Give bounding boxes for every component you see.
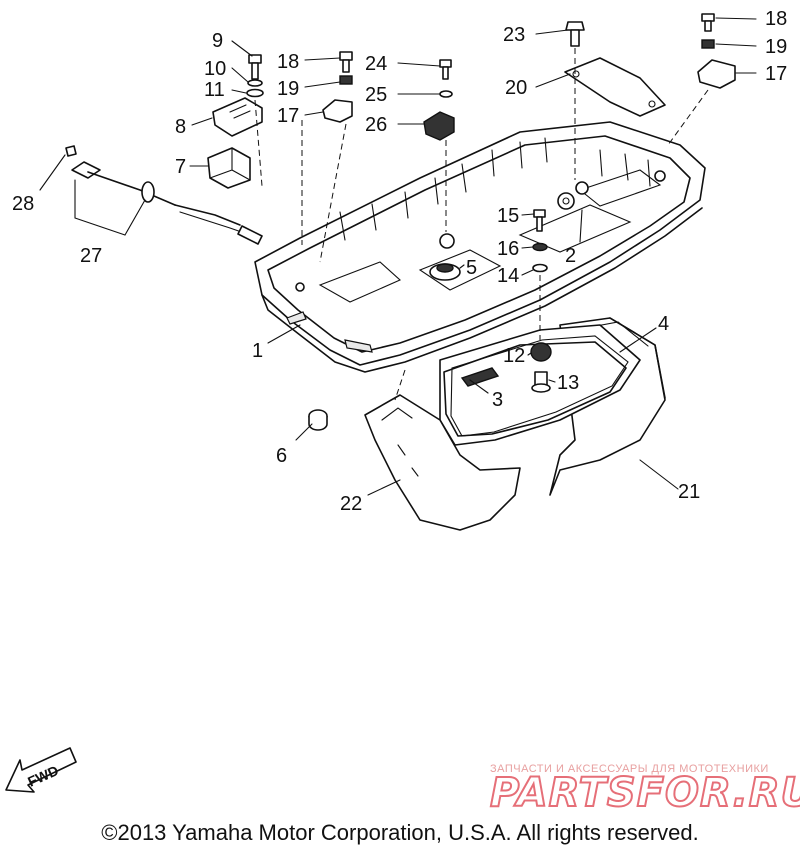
callout-20: 20 bbox=[505, 77, 527, 99]
callout-24: 24 bbox=[365, 53, 387, 75]
lower-front-panel bbox=[364, 394, 521, 531]
washer-part-11 bbox=[246, 88, 264, 98]
callout-25: 25 bbox=[365, 84, 387, 106]
bottom-cowling bbox=[254, 121, 706, 373]
bolt-part-23 bbox=[565, 21, 585, 47]
fwd-arrow: FWD bbox=[5, 747, 77, 793]
plug-part-13 bbox=[531, 371, 551, 393]
rubber-seal-part-3 bbox=[443, 341, 627, 437]
bolt-part-18-right bbox=[701, 13, 715, 32]
callout-10: 10 bbox=[204, 58, 226, 80]
callout-17-right: 17 bbox=[765, 63, 787, 85]
callout-18-left: 18 bbox=[277, 51, 299, 73]
callout-3: 3 bbox=[492, 389, 503, 411]
assembly-lines bbox=[254, 48, 709, 401]
callout-9: 9 bbox=[212, 30, 223, 52]
clip-part-26 bbox=[423, 111, 455, 141]
bolt-part-9 bbox=[248, 54, 262, 80]
nut-part-19-right bbox=[701, 39, 715, 49]
callout-26: 26 bbox=[365, 114, 387, 136]
callout-11: 11 bbox=[204, 79, 225, 101]
washer-part-14 bbox=[532, 263, 548, 273]
callout-8: 8 bbox=[175, 116, 186, 138]
plate-part-20 bbox=[564, 57, 666, 117]
bracket-part-8 bbox=[212, 97, 263, 137]
washer-part-16 bbox=[532, 242, 548, 252]
washer-part-25 bbox=[439, 90, 453, 98]
watermark: ЗАПЧАСТИ И АКСЕССУАРЫ ДЛЯ МОТОТЕХНИКИ PA… bbox=[489, 763, 800, 817]
callout-18-right: 18 bbox=[765, 8, 787, 30]
copyright-notice: ©2013 Yamaha Motor Corporation, U.S.A. A… bbox=[101, 820, 699, 845]
callout-7: 7 bbox=[175, 156, 186, 178]
tag-part-28 bbox=[65, 145, 77, 157]
callout-28: 28 bbox=[12, 193, 34, 215]
grommet-part-5 bbox=[429, 263, 461, 281]
watermark-brand: PARTSFOR.RU bbox=[490, 770, 800, 816]
callout-4: 4 bbox=[658, 313, 669, 335]
callout-5: 5 bbox=[466, 257, 477, 279]
plug-part-6 bbox=[308, 409, 328, 431]
callout-19-left: 19 bbox=[277, 78, 299, 100]
cable-part-27 bbox=[71, 161, 263, 245]
callout-1: 1 bbox=[252, 340, 263, 362]
clip-part-17-right bbox=[697, 59, 736, 89]
callout-6: 6 bbox=[276, 445, 287, 467]
leader-lines bbox=[39, 17, 757, 496]
callout-17-left: 17 bbox=[277, 105, 299, 127]
callout-13: 13 bbox=[557, 372, 579, 394]
callout-27: 27 bbox=[80, 245, 102, 267]
callout-19-right: 19 bbox=[765, 36, 787, 58]
callout-23: 23 bbox=[503, 24, 525, 46]
rubber-block-part-7 bbox=[207, 147, 251, 189]
callout-15: 15 bbox=[497, 205, 519, 227]
watermark-tagline: ЗАПЧАСТИ И АКСЕССУАРЫ ДЛЯ МОТОТЕХНИКИ bbox=[490, 763, 769, 775]
callout-21: 21 bbox=[678, 481, 700, 503]
washer-part-10 bbox=[247, 79, 263, 87]
callout-2: 2 bbox=[565, 245, 576, 267]
callout-22: 22 bbox=[340, 493, 362, 515]
callout-16: 16 bbox=[497, 238, 519, 260]
callout-12: 12 bbox=[503, 345, 525, 367]
clip-part-17-left bbox=[322, 99, 353, 123]
callout-labels: 1 2 3 4 5 6 7 8 9 10 11 12 13 14 15 16 1… bbox=[12, 8, 787, 515]
bolt-part-18-left bbox=[339, 51, 353, 73]
grommet-part-12 bbox=[530, 342, 552, 362]
bolt-part-24 bbox=[439, 59, 452, 80]
nut-part-19-left bbox=[339, 75, 353, 85]
callout-14: 14 bbox=[497, 265, 519, 287]
